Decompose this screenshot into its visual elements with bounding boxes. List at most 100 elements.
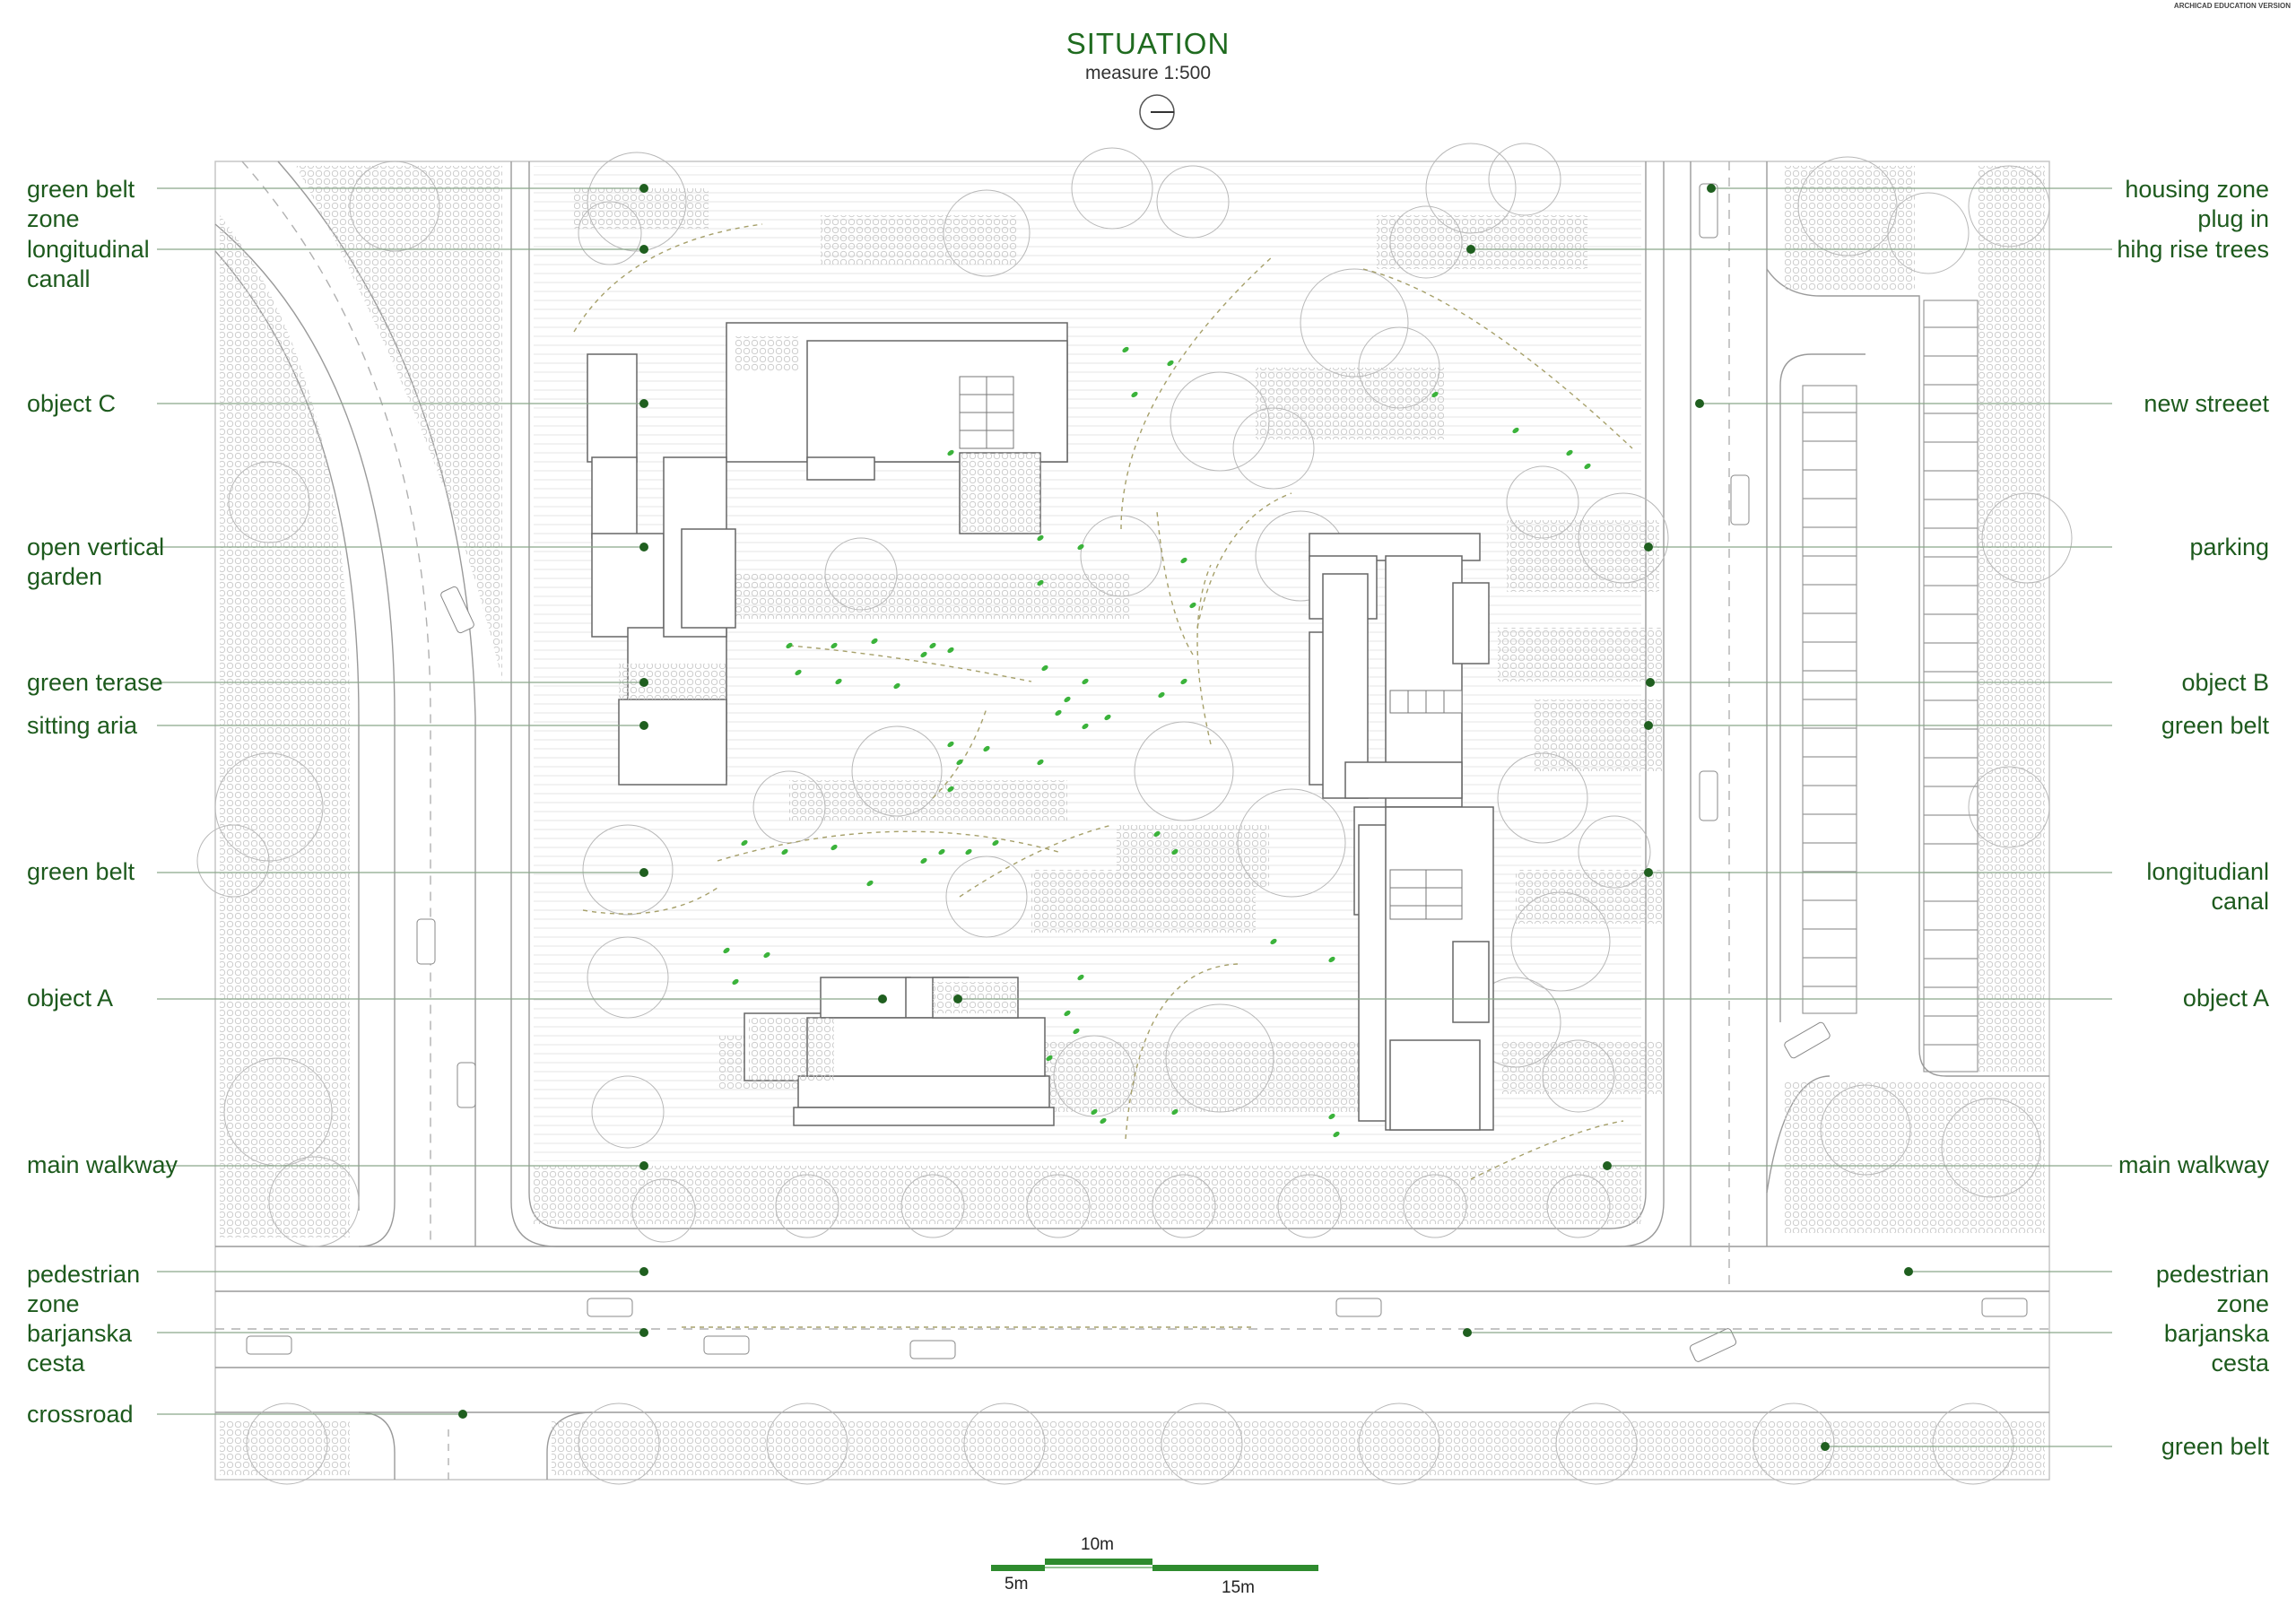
label-green-belt-left-marker xyxy=(639,868,648,877)
label-sitting-aria: sitting aria xyxy=(27,712,138,739)
label-green-belt-left: green belt xyxy=(27,858,135,885)
label-pedestrian-zone-right-leader xyxy=(1904,1267,2112,1276)
terrace-hatch xyxy=(619,336,1040,1081)
leaf-icon xyxy=(1077,543,1084,551)
label-new-streeet-leader xyxy=(1695,399,2112,408)
label-longitudianl-canal-leader xyxy=(1644,868,2112,877)
leaf-icon xyxy=(1064,1010,1071,1017)
leaf-icon xyxy=(920,651,927,658)
scale-bar xyxy=(991,1559,1318,1571)
parking-stalls xyxy=(1802,300,1979,1073)
leaf-icon xyxy=(1584,463,1591,470)
label-barjanska-cesta-left-marker xyxy=(639,1328,648,1337)
leaf-icon xyxy=(1082,723,1089,730)
label-pedestrian-zone-left-leader xyxy=(157,1267,648,1276)
leaf-icon xyxy=(795,669,802,676)
label-object-c-leader xyxy=(157,399,648,408)
leaf-icon xyxy=(871,638,878,645)
label-object-a-left-marker xyxy=(878,994,887,1003)
leaf-icon xyxy=(920,857,927,864)
watermark: ARCHICAD EDUCATION VERSION xyxy=(2173,2,2291,10)
label-longitudinal-canall-marker xyxy=(639,245,648,254)
leaf-icon xyxy=(786,642,793,649)
label-new-streeet: new streeet xyxy=(2144,390,2269,417)
label-object-a-left: object A xyxy=(27,985,114,1012)
plan-title: SITUATION xyxy=(1065,27,1231,60)
site-outline xyxy=(214,161,2050,1481)
label-object-a-right-marker xyxy=(953,994,962,1003)
label-open-vertical-garden-marker xyxy=(639,543,648,551)
label-object-b: object B xyxy=(2181,669,2269,696)
label-object-a-left-leader xyxy=(157,994,887,1003)
label-longitudinal-canall-leader xyxy=(157,245,648,254)
label-green-belt-zone-leader xyxy=(157,184,648,193)
leaf-icon xyxy=(1041,664,1048,672)
leaf-icon xyxy=(947,647,954,654)
leaf-icon xyxy=(866,880,874,887)
leaf-icon xyxy=(1270,938,1277,945)
leaf-icon xyxy=(831,642,838,649)
leaf-icon xyxy=(1122,346,1129,353)
leaf-icon xyxy=(1082,678,1089,685)
label-green-belt-right-leader xyxy=(1644,721,2112,730)
leaf-icon xyxy=(929,642,936,649)
object-b-building xyxy=(1309,533,1494,1131)
leaf-icon xyxy=(938,848,945,855)
leaf-icon xyxy=(1180,678,1187,685)
leaf-icon xyxy=(1512,427,1519,434)
leaf-icon xyxy=(1171,848,1178,855)
label-longitudianl-canal-marker xyxy=(1644,868,1653,877)
leaf-icon xyxy=(1064,696,1071,703)
leaf-icon xyxy=(1037,759,1044,766)
label-main-walkway-right-marker xyxy=(1603,1161,1612,1170)
label-object-c-marker xyxy=(639,399,648,408)
label-crossroad-leader xyxy=(157,1410,467,1419)
leaf-icon xyxy=(1180,557,1187,564)
leaf-icon xyxy=(1055,709,1062,716)
label-longitudianl-canal: longitudianl canal xyxy=(2146,858,2269,915)
leaf-icon xyxy=(1091,1108,1098,1116)
label-green-terase-marker xyxy=(639,678,648,687)
leaf-icon xyxy=(947,449,954,456)
label-green-belt-right: green belt xyxy=(2161,712,2269,739)
leaf-icon xyxy=(1046,1055,1053,1062)
leaf-icon xyxy=(831,844,838,851)
leaf-icon xyxy=(781,848,788,855)
leaf-icon xyxy=(1328,1113,1335,1120)
label-green-belt-zone: green belt zone xyxy=(27,176,135,232)
object-c-building xyxy=(587,322,1068,786)
label-green-terase: green terase xyxy=(27,669,163,696)
green-belt-hatch xyxy=(220,166,2045,1475)
leaf-icon xyxy=(1431,391,1439,398)
label-parking-leader xyxy=(1644,543,2112,551)
leaf-icon xyxy=(1189,602,1196,609)
label-green-belt-right-marker xyxy=(1644,721,1653,730)
label-object-b-marker xyxy=(1646,678,1655,687)
leaf-icon xyxy=(1158,691,1165,699)
leaf-icon xyxy=(1153,830,1161,838)
leaf-icon xyxy=(1104,714,1111,721)
leaf-icon xyxy=(1167,360,1174,367)
leaf-icon xyxy=(1333,1131,1340,1138)
leaf-accents xyxy=(723,346,1591,1138)
label-object-c: object C xyxy=(27,390,117,417)
label-main-walkway-left-leader xyxy=(157,1161,648,1170)
scale-label-5m: 5m xyxy=(1004,1575,1029,1594)
label-housing-zone-plug-in: housing zone plug in xyxy=(2125,176,2269,232)
cars xyxy=(246,183,2028,1362)
label-green-belt-left-leader xyxy=(157,868,648,877)
label-crossroad: crossroad xyxy=(27,1401,134,1428)
leaf-icon xyxy=(732,978,739,986)
leaf-icon xyxy=(741,839,748,847)
label-barjanska-cesta-right: barjanska cesta xyxy=(2163,1320,2269,1376)
label-pedestrian-zone-right-marker xyxy=(1904,1267,1913,1276)
label-housing-zone-plug-in-leader xyxy=(1707,184,2112,193)
label-open-vertical-garden-leader xyxy=(157,543,648,551)
leaf-icon xyxy=(956,759,963,766)
label-main-walkway-right: main walkway xyxy=(2118,1151,2269,1178)
label-green-belt-zone-marker xyxy=(639,184,648,193)
label-pedestrian-zone-left-marker xyxy=(639,1267,648,1276)
leaf-icon xyxy=(983,745,990,752)
leaf-icon xyxy=(723,947,730,954)
walking-paths xyxy=(573,223,1633,1328)
